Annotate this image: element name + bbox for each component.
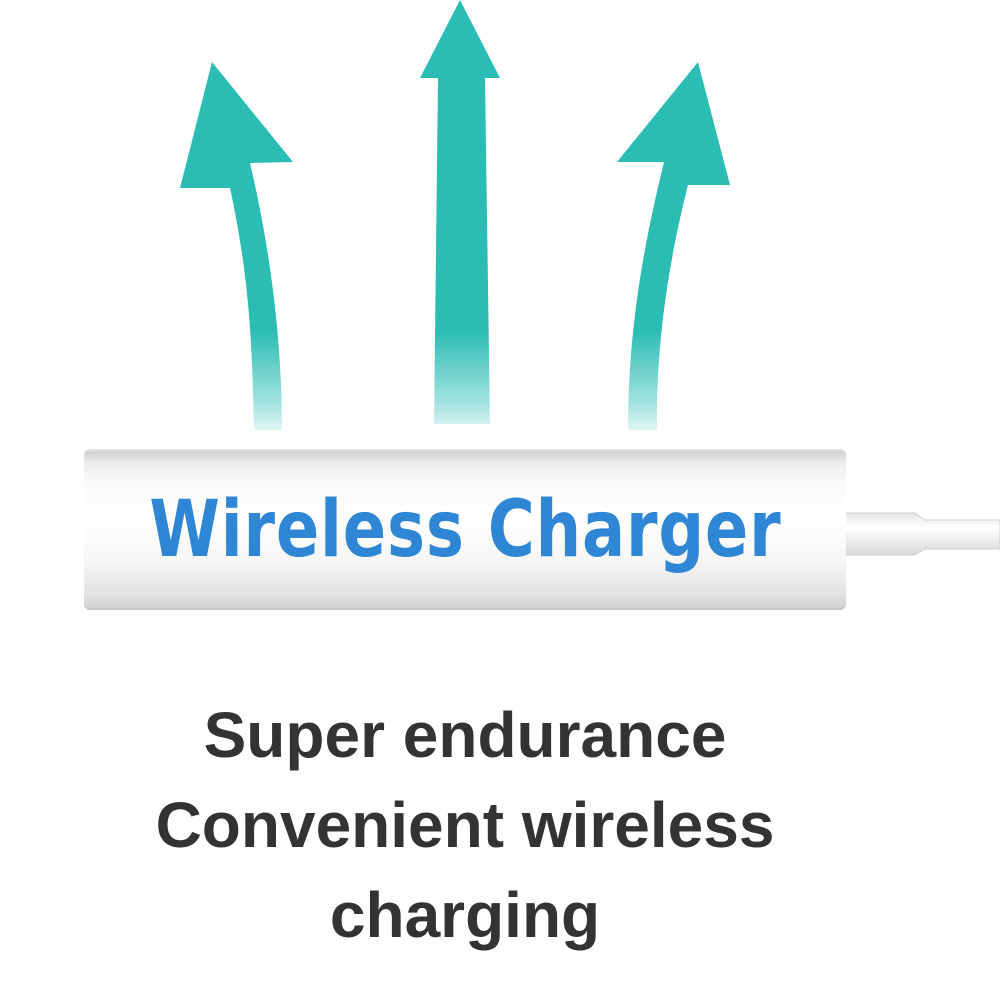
caption-line: Super endurance: [203, 699, 727, 771]
arrow-up-icon: [420, 0, 500, 424]
product-label: Wireless Charger: [148, 485, 782, 575]
arrow-up-icon: [180, 62, 293, 430]
cable-icon: [839, 512, 1000, 556]
caption-line: charging: [329, 879, 601, 951]
charger-pad: Wireless Charger: [84, 446, 846, 610]
arrow-up-icon: [617, 62, 730, 430]
caption-line: Convenient wireless: [155, 789, 775, 861]
charging-arrows: [180, 0, 730, 430]
caption: Super endurance Convenient wireless char…: [0, 690, 930, 960]
